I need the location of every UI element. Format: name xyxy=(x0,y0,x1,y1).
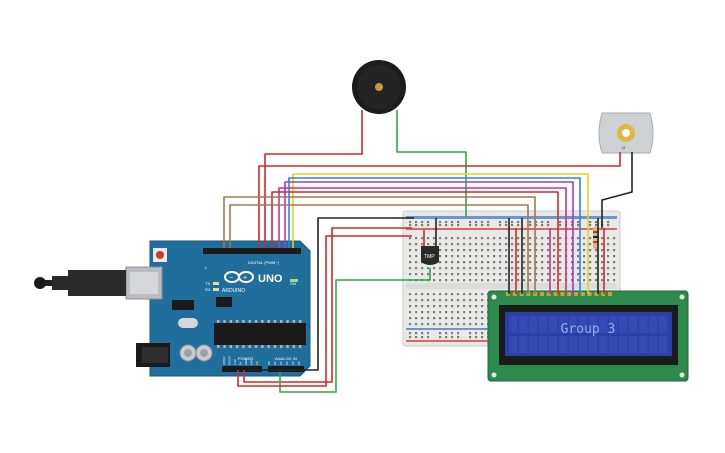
power-pin-label: IOREF xyxy=(222,356,226,365)
wire-purple[interactable] xyxy=(284,181,574,294)
wire-magenta[interactable] xyxy=(278,187,567,294)
wire-red-lcd[interactable] xyxy=(271,191,559,294)
lcd-display-text: Group 3 xyxy=(561,322,616,337)
analog-pin-label: A2 xyxy=(279,361,283,365)
wire-red-5v[interactable] xyxy=(243,227,412,383)
analog-pin-label: A3 xyxy=(285,361,289,365)
power-pin-label: Vin xyxy=(255,361,259,365)
wire-green-buzzer[interactable] xyxy=(396,110,467,217)
power-pin-label: GND xyxy=(244,359,248,365)
motor-label: M xyxy=(622,145,625,150)
analog-pin-label: A0 xyxy=(267,361,271,365)
power-label: POWER xyxy=(238,356,253,361)
wire-black-gnd[interactable] xyxy=(250,217,414,371)
tx-label: TX xyxy=(205,281,210,286)
rx-led xyxy=(213,288,219,291)
power-pin-label: 5V xyxy=(239,361,243,365)
analog-header[interactable] xyxy=(268,366,304,372)
wire-yellow[interactable] xyxy=(292,173,589,294)
lcd-16x2[interactable]: Group 3 xyxy=(487,290,689,382)
wires[interactable] xyxy=(223,110,633,393)
crystal xyxy=(178,318,198,328)
wire-red-motor[interactable] xyxy=(258,152,621,248)
usb-cable-plug xyxy=(68,270,126,296)
sensor-label: TMP xyxy=(424,254,435,260)
board-brand: ARDUINO xyxy=(222,288,245,294)
wire-red-gnd-2[interactable] xyxy=(237,235,412,387)
rx-label: RX xyxy=(205,287,211,292)
analog-pin-label: A4 xyxy=(291,361,295,365)
wire-blue[interactable] xyxy=(288,177,581,294)
on-led xyxy=(290,279,298,282)
power-pin-label: 3.3V xyxy=(233,359,237,365)
analog-pin-label: A1 xyxy=(273,361,277,365)
board-model: UNO xyxy=(258,273,283,285)
tx-led xyxy=(213,282,219,285)
svg-text:+: + xyxy=(243,275,247,282)
temperature-sensor[interactable]: TMP xyxy=(421,246,439,265)
wire-brown[interactable] xyxy=(223,196,536,294)
power-pin-label: RESET xyxy=(228,355,232,365)
usb-chip xyxy=(172,300,194,310)
atmega-chip xyxy=(214,323,306,345)
voltage-regulator xyxy=(216,297,232,307)
l-label: L xyxy=(205,265,208,270)
piezo-buzzer[interactable] xyxy=(352,60,406,114)
dc-motor[interactable]: M xyxy=(598,112,654,154)
wire-red-buzzer[interactable] xyxy=(264,110,363,248)
wire-brown-2[interactable] xyxy=(229,204,529,294)
wire-black-motor[interactable] xyxy=(601,152,633,228)
wire-green-analog[interactable] xyxy=(279,268,431,393)
arduino-uno-board[interactable]: − + UNO ARDUINO DIGITAL (PWM~) POWER ANA… xyxy=(34,240,311,377)
svg-text:−: − xyxy=(229,275,233,282)
on-label: ON xyxy=(290,281,296,286)
digital-pwm-label: DIGITAL (PWM~) xyxy=(248,260,280,265)
analog-in-label: ANALOG IN xyxy=(275,356,297,361)
analog-pin-label: A5 xyxy=(297,361,301,365)
digital-header[interactable] xyxy=(203,248,301,254)
power-pin-label: GND xyxy=(250,359,254,365)
arduino-logo-icon: − + xyxy=(224,271,254,283)
power-header[interactable] xyxy=(222,366,262,372)
